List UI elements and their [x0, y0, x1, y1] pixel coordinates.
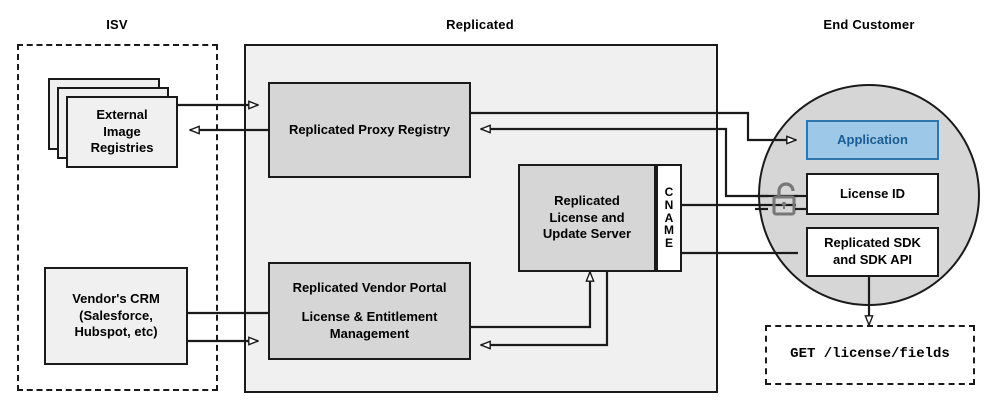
replicated-region-label: Replicated — [446, 17, 514, 32]
registry-label-line1: External — [96, 107, 148, 123]
external-image-registries[interactable]: External Image Registries — [48, 78, 180, 168]
sdk-line2: and SDK API — [833, 252, 912, 267]
open-padlock-icon — [767, 180, 801, 220]
cname-letter-a: A — [664, 210, 674, 225]
vendor-crm-line3: Hubspot, etc) — [74, 324, 158, 340]
license-id-box[interactable]: License ID — [806, 173, 939, 215]
replicated-vendor-portal-box[interactable]: Replicated Vendor Portal License & Entit… — [268, 262, 471, 360]
cname-letter-e: E — [664, 236, 673, 251]
license-server-line3: Update Server — [542, 226, 632, 242]
vendor-portal-line1: Replicated Vendor Portal — [292, 279, 447, 295]
sdk-line1: Replicated SDK — [824, 235, 921, 251]
replicated-license-update-server-box[interactable]: Replicated License and Update Server — [518, 164, 656, 272]
cname-letter-m: M — [664, 223, 674, 238]
application-box[interactable]: Application — [806, 120, 939, 160]
cname-box[interactable]: C N A M E — [656, 164, 682, 272]
cname-letter-n: N — [664, 197, 674, 212]
cname-letter-c: C — [664, 184, 674, 199]
registry-label-line2: Image — [103, 123, 141, 139]
api-call-label: GET /license/fields — [790, 346, 950, 362]
vendor-crm-box[interactable]: Vendor's CRM (Salesforce, Hubspot, etc) — [44, 267, 188, 365]
replicated-sdk-box[interactable]: Replicated SDK and SDK API — [806, 227, 939, 277]
vendor-crm-line2: (Salesforce, — [79, 307, 153, 323]
registry-label-line3: Registries — [90, 140, 154, 156]
registry-stack-sheet-front[interactable]: External Image Registries — [66, 96, 178, 168]
vendor-crm-line1: Vendor's CRM — [72, 291, 160, 307]
replicated-proxy-registry-box[interactable]: Replicated Proxy Registry — [268, 82, 471, 178]
api-call-boundary — [765, 325, 975, 385]
vendor-portal-line2: License & Entitlement — [301, 309, 438, 325]
isv-boundary — [17, 44, 218, 391]
license-server-line1: Replicated — [554, 193, 620, 209]
isv-region-label: ISV — [106, 17, 128, 32]
end-customer-region-label: End Customer — [823, 17, 915, 32]
vendor-portal-line3: Management — [329, 325, 410, 341]
license-server-line2: License and — [549, 209, 625, 225]
